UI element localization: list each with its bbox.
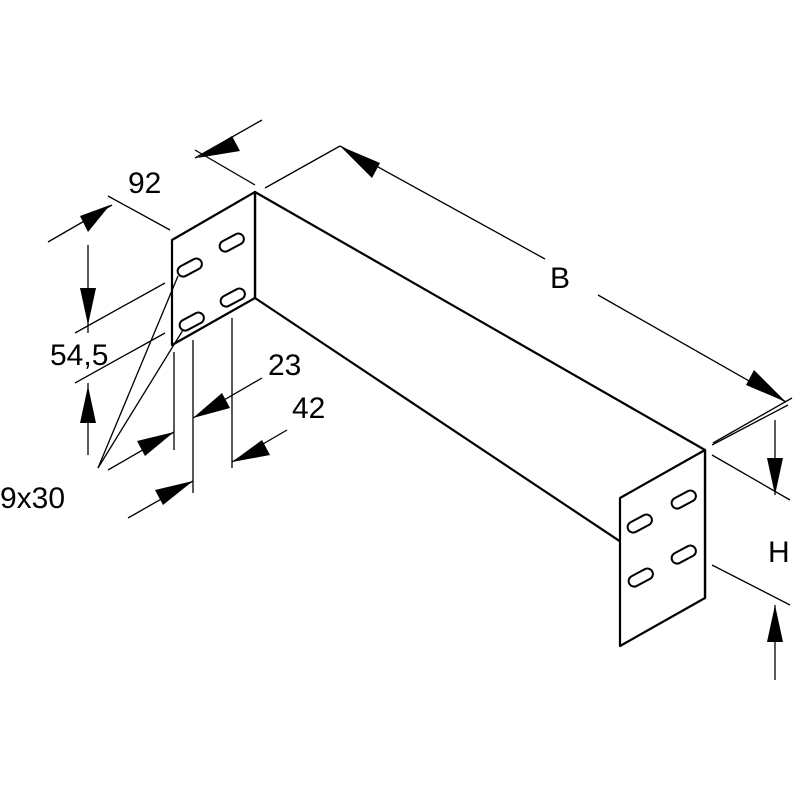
dimension-54-5 <box>74 245 166 455</box>
right-plate-slots <box>626 489 697 588</box>
label-92: 92 <box>128 167 161 200</box>
label-b: B <box>550 262 570 295</box>
label-54-5: 54,5 <box>50 339 108 372</box>
left-plate-slots <box>176 232 246 332</box>
slot <box>219 287 246 308</box>
slot <box>627 567 654 588</box>
slot <box>626 513 653 534</box>
label-23: 23 <box>268 349 301 382</box>
label-9x30: 9x30 <box>0 482 65 515</box>
label-h: H <box>768 536 790 569</box>
slot <box>176 257 203 278</box>
slot <box>670 544 697 565</box>
dimension-92 <box>47 119 263 243</box>
dimension-h <box>711 404 791 680</box>
slot <box>218 232 245 253</box>
slot-leader-9x30 <box>97 275 184 469</box>
bracket-body <box>170 190 707 648</box>
dimension-23-42 <box>107 318 288 519</box>
slot <box>178 311 205 332</box>
label-42: 42 <box>292 392 325 425</box>
dimension-b <box>264 145 793 444</box>
slot <box>670 489 697 510</box>
